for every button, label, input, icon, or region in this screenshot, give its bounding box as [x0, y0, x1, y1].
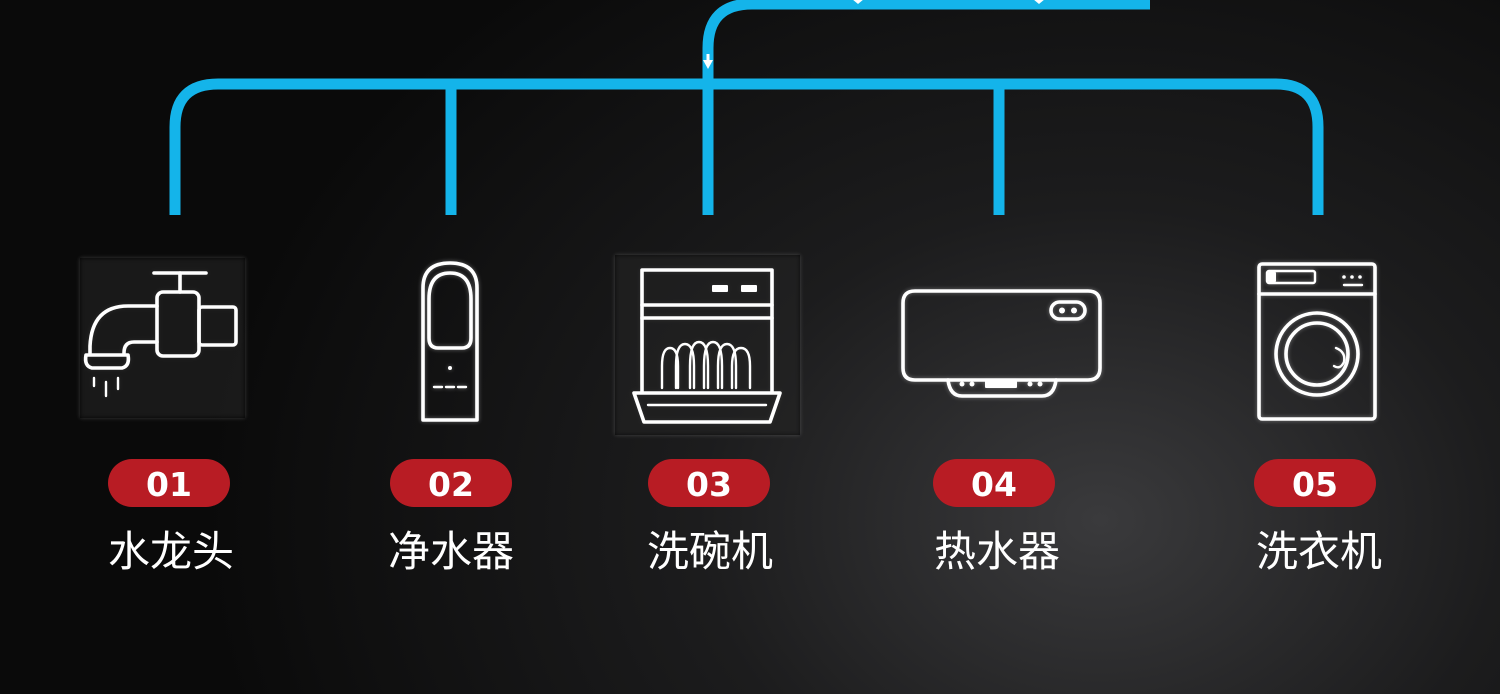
badge-number: 05 [1292, 465, 1338, 504]
flow-arrow-icon [853, 0, 863, 4]
water-purifier-icon [421, 261, 479, 422]
appliance-label-water-heater: 热水器 [934, 527, 1060, 576]
flow-arrow-icon [1034, 0, 1044, 4]
washing-machine-icon [1257, 262, 1377, 421]
dishwasher-icon [615, 255, 800, 435]
water-heater-icon [901, 289, 1102, 398]
faucet-icon [80, 258, 245, 418]
pipe-network [169, 0, 1324, 215]
badge-05: 05 [1254, 459, 1376, 507]
badge-01: 01 [108, 459, 230, 507]
badge-number: 02 [428, 465, 474, 504]
supply-pipe [702, 0, 1150, 215]
appliance-label-dishwasher: 洗碗机 [647, 527, 773, 576]
badge-03: 03 [648, 459, 770, 507]
appliance-label-water-purifier: 净水器 [388, 527, 514, 576]
badge-02: 02 [390, 459, 512, 507]
distribution-pipe [169, 78, 1324, 215]
badge-number: 03 [686, 465, 732, 504]
appliance-label-faucet: 水龙头 [108, 527, 234, 576]
badge-number: 04 [971, 465, 1017, 504]
flow-arrow-icon [703, 54, 713, 69]
badge-number: 01 [146, 465, 192, 504]
appliance-label-washing-machine: 洗衣机 [1256, 527, 1382, 576]
badge-04: 04 [933, 459, 1055, 507]
